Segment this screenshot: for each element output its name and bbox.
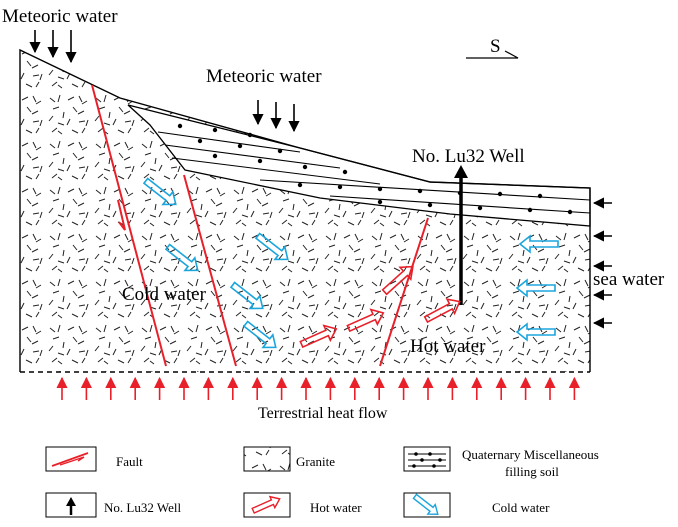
legend-well: No. Lu32 Well <box>45 492 181 518</box>
legend-cold-water-label: Cold water <box>492 500 550 515</box>
sea-water-label: sea water <box>593 269 665 290</box>
cold-water-arrows <box>142 177 559 349</box>
legend-quaternary-label-1: Quaternary Miscellaneous <box>462 447 599 462</box>
legend-hot-water-label: Hot water <box>310 500 362 515</box>
fault-line-3 <box>379 217 429 367</box>
heat-flow-arrows <box>56 376 581 400</box>
sea-water-arrows <box>592 197 612 329</box>
fault-slip-arrow <box>117 199 126 231</box>
legend-quaternary: Quaternary Miscellaneous filling soil <box>403 446 599 479</box>
meteoric-water-label-top: Meteoric water <box>2 6 118 27</box>
faults <box>91 84 429 367</box>
heat-flow-label: Terrestrial heat flow <box>258 405 388 422</box>
meteoric-arrows-mid <box>252 100 300 133</box>
hot-water-label: Hot water <box>410 336 486 357</box>
well-label: No. Lu32 Well <box>412 146 525 167</box>
section-outline <box>19 48 591 373</box>
lu32-well <box>454 165 468 305</box>
legend-cold-water: Cold water <box>403 492 550 518</box>
meteoric-arrows-top <box>29 30 77 64</box>
south-label: S <box>490 36 501 57</box>
legend-fault-label: Fault <box>116 454 143 469</box>
fault-line-2 <box>183 174 237 367</box>
legend-quaternary-label-2: filling soil <box>505 464 559 479</box>
hot-water-arrows <box>299 265 461 349</box>
legend-hot-water: Hot water <box>243 492 362 518</box>
legend-granite: Granite <box>243 446 335 472</box>
legend-fault: Fault <box>45 446 143 472</box>
legend-well-label: No. Lu32 Well <box>104 500 181 515</box>
legend: Fault Granite Quaternary Miscellaneous f… <box>45 446 599 518</box>
meteoric-water-label-mid: Meteoric water <box>206 66 322 87</box>
legend-granite-label: Granite <box>296 454 335 469</box>
cold-water-label: Cold water <box>122 284 207 305</box>
fault-line-1 <box>91 84 167 367</box>
south-indicator <box>466 50 519 59</box>
